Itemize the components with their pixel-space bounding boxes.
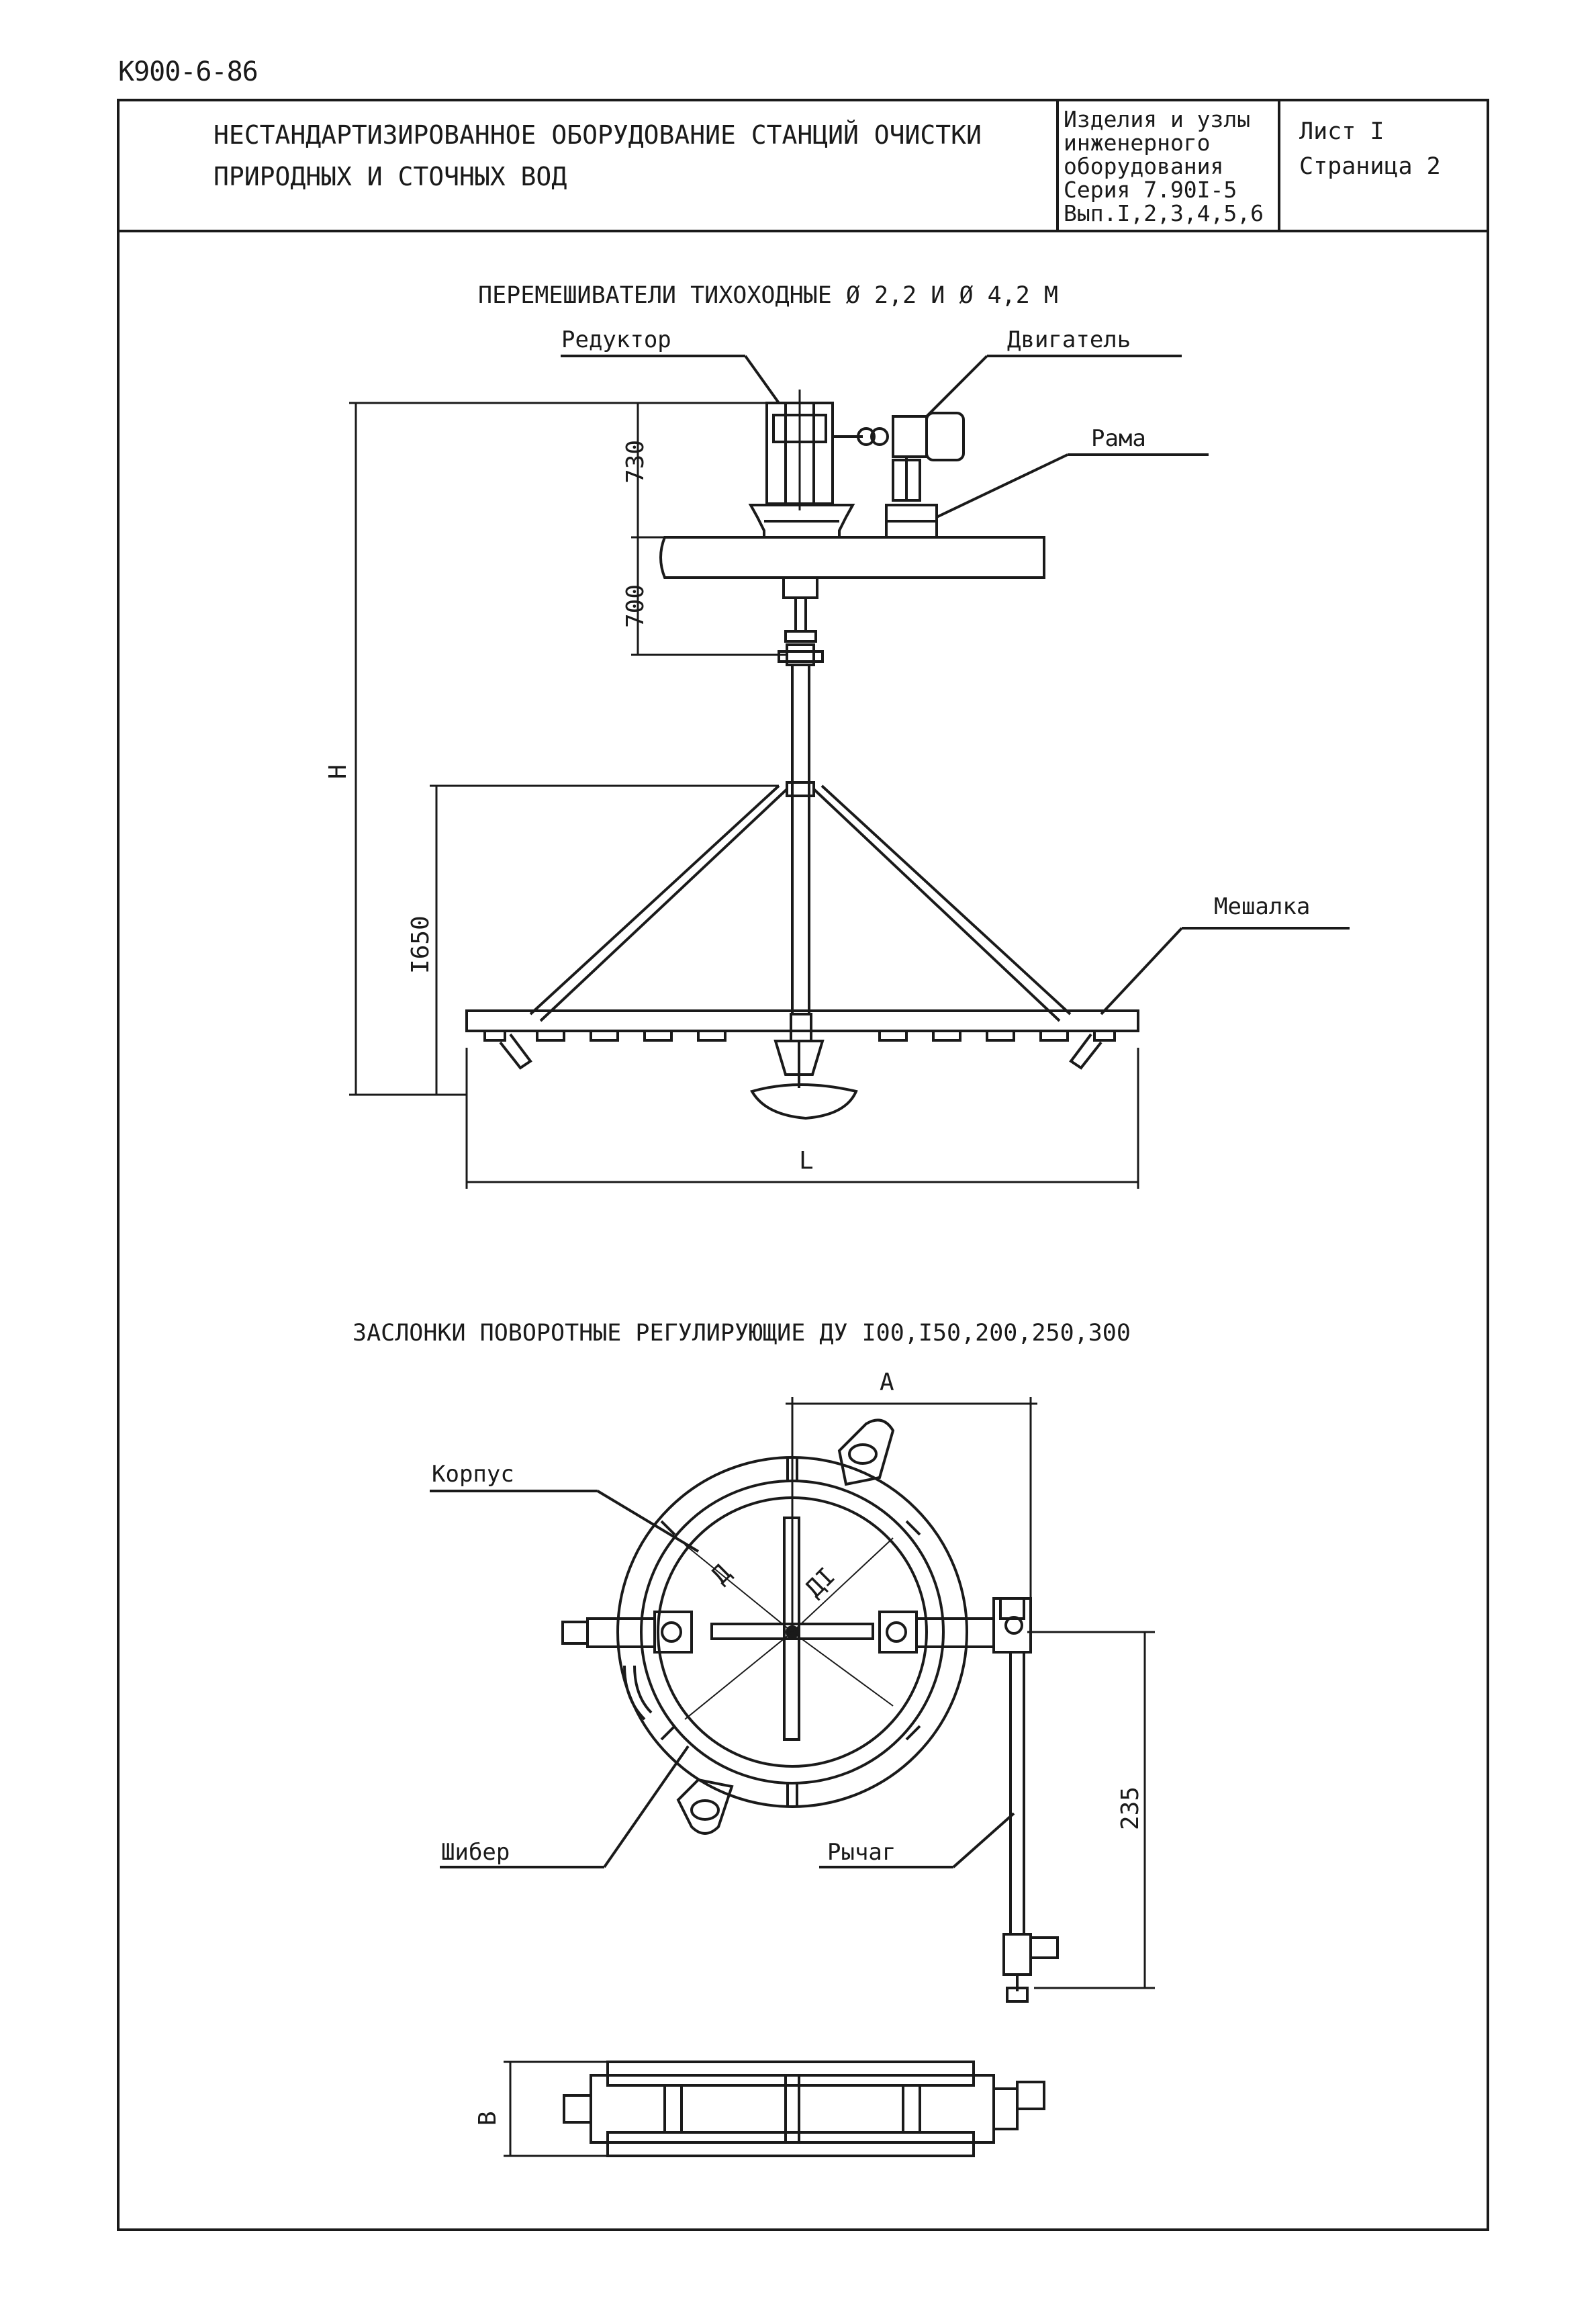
mixer-section-title: ПЕРЕМЕШИВАТЕЛИ ТИХОХОДНЫЕ Ø 2,2 И Ø 4,2 … bbox=[478, 282, 1058, 309]
dim-a: А bbox=[880, 1369, 894, 1396]
sheet-number: Лист I bbox=[1299, 118, 1384, 145]
frame bbox=[748, 504, 938, 539]
title-block bbox=[117, 99, 1489, 232]
deck-plate bbox=[659, 536, 1045, 579]
title-block-divider bbox=[1056, 99, 1059, 232]
series-info: Изделия и узлы инженерного оборудования … bbox=[1064, 107, 1278, 225]
page-number: Страница 2 bbox=[1299, 153, 1441, 180]
reducer-label: Редуктор bbox=[561, 326, 671, 353]
dim-l: L bbox=[799, 1147, 814, 1175]
agitator-label: Мешалка bbox=[1214, 893, 1311, 920]
document-title: НЕСТАНДАРТИЗИРОВАННОЕ ОБОРУДОВАНИЕ СТАНЦ… bbox=[214, 114, 1046, 197]
shaft bbox=[778, 576, 824, 1042]
agitator-blades bbox=[465, 1009, 1139, 1070]
motor-label: Двигатель bbox=[1007, 326, 1131, 353]
dim-730: 730 bbox=[622, 440, 649, 484]
series-line: Серия 7.90I-5 bbox=[1064, 177, 1237, 203]
sheet-info: Лист I Страница 2 bbox=[1299, 114, 1481, 184]
series-line: Изделия и узлы bbox=[1064, 106, 1251, 132]
bottom-bearing bbox=[749, 1040, 858, 1120]
dim-h: Н bbox=[324, 764, 352, 779]
dim-b: В bbox=[474, 2111, 502, 2126]
mixer-dimensions bbox=[349, 402, 1139, 1189]
lever-label: Рычаг bbox=[827, 1839, 896, 1866]
body-label: Корпус bbox=[432, 1461, 514, 1488]
reducer bbox=[765, 390, 889, 510]
gate-label: Шибер bbox=[441, 1839, 510, 1866]
series-line: оборудования bbox=[1064, 153, 1224, 179]
dim-1650: I650 bbox=[407, 915, 434, 974]
mixer-drawing bbox=[349, 355, 1350, 1189]
damper-section-title: ЗАСЛОНКИ ПОВОРОТНЫЕ РЕГУЛИРУЮЩИЕ ДУ I00,… bbox=[353, 1320, 1131, 1347]
dim-235: 235 bbox=[1117, 1786, 1144, 1830]
series-line: Вып.I,2,3,4,5,6 bbox=[1064, 200, 1264, 226]
document-title-line: НЕСТАНДАРТИЗИРОВАННОЕ ОБОРУДОВАНИЕ СТАНЦ… bbox=[214, 120, 982, 150]
title-block-divider bbox=[1278, 99, 1280, 232]
damper-side-view bbox=[504, 2061, 1045, 2157]
dim-d1: ДI bbox=[800, 1563, 841, 1603]
damper-drawing bbox=[430, 1397, 1155, 2003]
frame-label: Рама bbox=[1091, 425, 1146, 452]
dim-700: 700 bbox=[622, 584, 649, 628]
motor bbox=[892, 412, 965, 502]
dim-d: Д bbox=[706, 1559, 737, 1590]
document-title-line: ПРИРОДНЫХ И СТОЧНЫХ ВОД bbox=[214, 162, 567, 191]
struts bbox=[529, 784, 1072, 1022]
drawing-frame bbox=[117, 99, 1489, 2231]
document-number: К900-6-86 bbox=[118, 56, 259, 87]
series-line: инженерного bbox=[1064, 130, 1211, 156]
